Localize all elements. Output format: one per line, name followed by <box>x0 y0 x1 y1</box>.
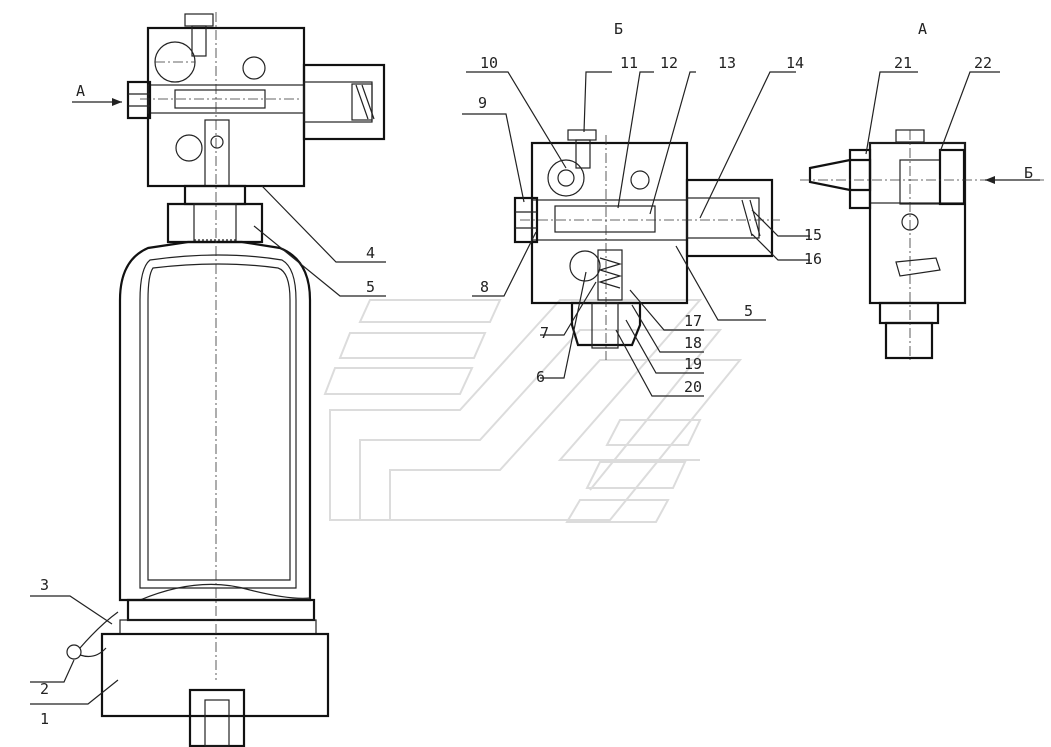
watermark-logo <box>323 299 743 523</box>
inner-liner <box>147 263 291 581</box>
seal-pin <box>66 644 82 660</box>
section-b-plug <box>513 196 539 244</box>
view-a-nozzle <box>808 158 872 192</box>
callout-14: 14 <box>786 54 804 72</box>
section-b-view <box>513 129 780 360</box>
top-screw <box>184 13 214 27</box>
callout-22: 22 <box>974 54 992 72</box>
callouts: 1 2 3 4 5 6 7 8 9 10 11 12 13 14 15 16 5… <box>40 54 992 728</box>
callout-19: 19 <box>684 355 702 373</box>
callout-21: 21 <box>894 54 912 72</box>
main-assembly-view <box>66 12 386 747</box>
callout-1: 1 <box>40 710 49 728</box>
callout-5-right: 5 <box>744 302 753 320</box>
view-a-arrow-label: А <box>76 82 85 100</box>
base-cup <box>100 632 330 718</box>
view-b-arrow-label: Б <box>1024 164 1033 182</box>
callout-17: 17 <box>684 312 702 330</box>
callout-18: 18 <box>684 334 702 352</box>
callout-8: 8 <box>480 278 489 296</box>
view-a-outlet <box>884 321 934 360</box>
callout-20: 20 <box>684 378 702 396</box>
callout-15: 15 <box>804 226 822 244</box>
valve-block <box>146 26 306 188</box>
bottom-fitting <box>188 688 246 747</box>
callout-2: 2 <box>40 680 49 698</box>
callout-12: 12 <box>660 54 678 72</box>
callout-10: 10 <box>480 54 498 72</box>
left-plug <box>126 80 152 120</box>
callout-11: 11 <box>620 54 638 72</box>
callout-7: 7 <box>540 324 549 342</box>
section-b-outlet <box>570 301 642 347</box>
neck-nut <box>183 184 247 206</box>
callout-13: 13 <box>718 54 736 72</box>
leader-lines <box>30 71 1000 705</box>
callout-6: 6 <box>536 368 545 386</box>
view-a-title: А <box>918 20 927 38</box>
callout-4: 4 <box>366 244 375 262</box>
callout-9: 9 <box>478 94 487 112</box>
callout-5-left: 5 <box>366 278 375 296</box>
callout-16: 16 <box>804 250 822 268</box>
callout-3: 3 <box>40 576 49 594</box>
view-b-title: Б <box>614 20 623 38</box>
view-a <box>800 129 1045 360</box>
